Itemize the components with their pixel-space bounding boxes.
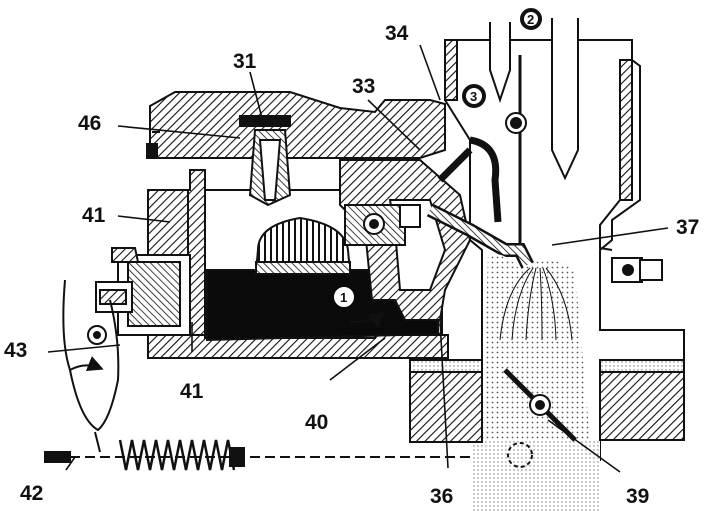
callout-34: 34 [385, 22, 409, 45]
svg-text:2: 2 [527, 12, 534, 27]
flow-markers: 1 2 3 [334, 8, 542, 307]
air-horn-wall-right [619, 59, 633, 201]
linkage-rod [44, 451, 71, 463]
fuel-flow-arrow [349, 311, 386, 328]
top-cover [149, 91, 446, 159]
callout-46: 46 [78, 112, 101, 135]
flow-marker-2: 2 [520, 8, 542, 30]
airflow-arrow-right [551, 18, 579, 181]
svg-text:1: 1 [340, 290, 347, 305]
callout-39: 39 [626, 485, 649, 508]
flow-marker-1: 1 [334, 287, 354, 307]
callout-40: 40 [305, 411, 328, 434]
float [254, 216, 352, 273]
callout-36: 36 [430, 485, 453, 508]
airflow-arrows [69, 18, 579, 371]
pump-lever [62, 279, 120, 432]
callout-33: 33 [352, 75, 375, 98]
callout-41-lower: 41 [180, 380, 204, 403]
throttle-arrow [69, 356, 104, 371]
airflow-arrow-left [489, 22, 511, 104]
callout-43: 43 [4, 339, 27, 362]
callout-labels: 31 33 34 46 41 43 41 42 40 36 39 37 [4, 22, 699, 508]
callout-42: 42 [20, 482, 43, 505]
fuel-spray [499, 267, 573, 341]
callout-31: 31 [233, 50, 257, 73]
svg-text:3: 3 [470, 89, 477, 104]
callout-41-upper: 41 [82, 204, 106, 227]
callout-37: 37 [676, 216, 699, 239]
return-spring [118, 439, 236, 471]
flow-marker-3: 3 [462, 84, 486, 108]
leader-lines [47, 44, 669, 473]
carburetor-body [44, 39, 685, 512]
